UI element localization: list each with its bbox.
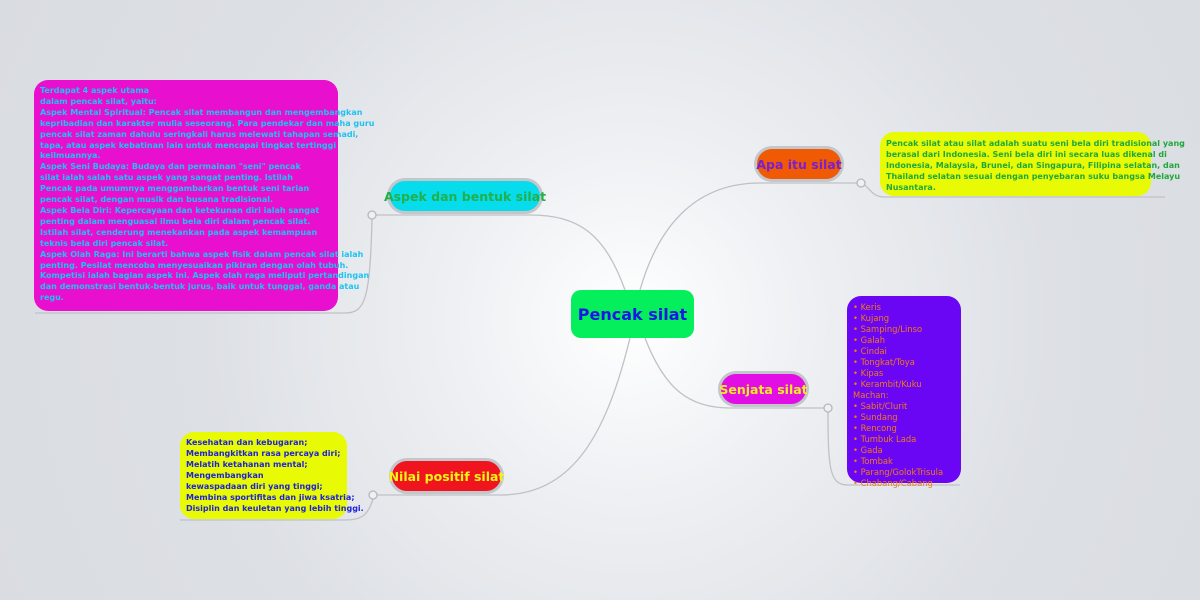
weapon-list-item: Tumbuk Lada [853,434,955,445]
weapon-list-item: Sundang [853,412,955,423]
note-line: regu. [40,293,64,303]
note-line: Aspek Seni Budaya: Budaya dan permainan … [40,162,301,172]
note-line: berasal dari Indonesia. Seni bela diri i… [886,150,1167,159]
note-line: Pencak silat atau silat adalah suatu sen… [886,139,1185,148]
note-line: keilmuannya. [40,151,101,161]
note-line: pencak silat, dengan musik dan busana tr… [40,195,274,205]
note-line: dalam pencak silat, yaitu: [40,96,157,106]
weapon-list-item: Kujang [853,313,955,324]
note-line: Mengembangkan [186,471,264,480]
note-line: Pencak pada umumnya menggambarkan bentuk… [40,184,310,194]
note-line: pencak silat zaman dahulu seringkali har… [40,129,359,139]
note-line: Terdapat 4 aspek utama [40,86,150,95]
note-line: Aspek Bela Diri: Kepercayaan dan ketekun… [40,205,320,215]
link-nilai-note [180,498,374,521]
link-apa [639,182,858,291]
note-line: Membangkitkan rasa percaya diri; [186,449,341,458]
weapon-list-item: Cindai [853,346,955,357]
note-line: dan demonstrasi bentuk-bentuk jurus, bai… [40,282,360,292]
weapon-list: KerisKujangSamping/LinsoGalahCindaiTongk… [853,302,955,489]
topic-senjata-silat[interactable]: Senjata silat [718,371,809,407]
note-line: Kompetisi ialah bagian aspek ini. Aspek … [40,271,370,281]
note-line: teknis bela diri pencak silat. [40,238,169,248]
note-apa-itu-silat[interactable]: Pencak silat atau silat adalah suatu sen… [880,132,1185,196]
note-line: Thailand selatan sesuai dengan penyebara… [886,172,1181,181]
note-line: Aspek Olah Raga: Ini berarti bahwa aspek… [40,249,364,259]
note-line: Membina sportifitas dan jiwa ksatria; [186,493,355,502]
weapon-list-item: Parang/GolokTrisula [853,467,955,478]
note-line: Istilah silat, cenderung menekankan pada… [40,227,318,237]
note-line: tapa, atau aspek kebatinan lain untuk me… [40,140,337,150]
weapon-list-item: Samping/Linso [853,324,955,335]
weapon-list-item: Kipas [853,368,955,379]
note-line: Melatih ketahanan mental; [186,460,308,469]
topic-aspek-dan-bentuk-silat[interactable]: Aspek dan bentuk silat [384,178,546,214]
link-senjata [644,337,824,409]
weapon-list-item: Keris [853,302,955,313]
note-line: penting dalam menguasai ilmu bela diri d… [40,216,311,226]
note-line: Kesehatan dan kebugaran; [186,438,308,447]
collapse-handle-senjata [823,403,833,413]
link-senjata-note [827,411,960,486]
topic-apa-itu-silat[interactable]: Apa itu silat [754,146,844,182]
note-line: Nusantara. [886,183,936,192]
note-line: kewaspadaan diri yang tinggi; [186,482,323,491]
note-line: Disiplin dan keuletan yang lebih tinggi. [186,504,364,513]
note-senjata-list[interactable]: KerisKujangSamping/LinsoGalahCindaiTongk… [847,296,961,488]
collapse-handle-nilai [368,490,378,500]
note-line: silat ialah salah satu aspek yang sangat… [40,173,293,183]
topic-nilai-positif-silat[interactable]: Nilai positif silat [389,458,504,494]
weapon-list-item: Kerambit/Kuku Machan: [853,379,955,401]
weapon-list-item: Rencong [853,423,955,434]
link-nilai [377,337,631,496]
weapon-list-item: Sabit/Clurit [853,401,955,412]
central-topic[interactable]: Pencak silat [571,290,694,338]
note-nilai-positif[interactable]: Kesehatan dan kebugaran; Membangkitkan ra… [180,432,364,519]
collapse-handle-apa [856,178,866,188]
weapon-list-item: Galah [853,335,955,346]
link-aspek [376,214,626,291]
note-line: kepribadian dan karakter mulia seseorang… [40,118,375,128]
link-aspek-note [35,218,373,314]
weapon-list-item: Tongkat/Toya [853,357,955,368]
weapon-list-item: Chabang/Cabang [853,478,955,489]
weapon-list-item: Tombak [853,456,955,467]
note-line: penting. Pesilat mencoba menyesuaikan pi… [40,260,349,270]
weapon-list-item: Gada [853,445,955,456]
collapse-handle-aspek [367,210,377,220]
note-line: Aspek Mental Spiritual: Pencak silat mem… [40,107,363,117]
note-line: Indonesia, Malaysia, Brunei, dan Singapu… [886,161,1180,170]
